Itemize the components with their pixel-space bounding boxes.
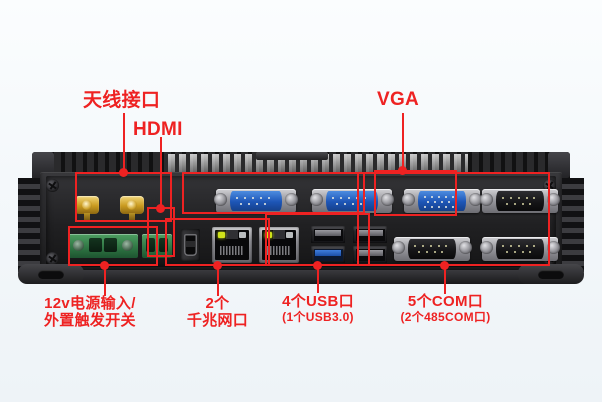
- left-heatsink-fins: [18, 178, 40, 272]
- annotation-gigabit-lan: 2个 千兆网口: [180, 295, 255, 330]
- leader-line-com: [444, 265, 446, 294]
- annotation-hdmi-label: HDMI: [133, 119, 183, 140]
- callout-box-com-485-pair: [182, 172, 365, 214]
- com-port-485-1[interactable]: [214, 186, 298, 216]
- top-left-corner-block: [32, 152, 54, 178]
- usb3-port-bottom-left[interactable]: [311, 246, 345, 263]
- rear-io-faceplate: [40, 172, 562, 272]
- annotation-usb-sublabel: (1个USB3.0): [282, 309, 354, 324]
- com-port-4[interactable]: [392, 234, 472, 264]
- callout-box-lan: [165, 218, 270, 266]
- annotation-antenna-label: 天线接口: [83, 90, 161, 111]
- annotation-vga: VGA: [377, 89, 419, 110]
- mounting-foot-left: [18, 264, 84, 284]
- faceplate-screw-bottom-left: [46, 252, 59, 265]
- callout-box-power: [68, 226, 158, 266]
- annotation-com-label: 5个COM口: [407, 293, 484, 310]
- leader-line-vga: [402, 113, 404, 171]
- com-port-485-2[interactable]: [310, 186, 394, 216]
- faceplate-screw-top-left: [46, 179, 59, 192]
- lan-port-2[interactable]: [259, 227, 299, 263]
- callout-box-com-group: [357, 172, 550, 266]
- annotation-hdmi: HDMI: [133, 119, 183, 140]
- right-heatsink-fins: [562, 178, 584, 272]
- top-right-corner-block: [548, 152, 570, 178]
- usb-port-top-left[interactable]: [311, 226, 345, 243]
- annotation-power-label: 12v电源输入/: [44, 295, 136, 312]
- annotation-lan-sublabel: 千兆网口: [186, 311, 249, 329]
- mounting-foot-right: [518, 264, 584, 284]
- top-handle-bracket: [256, 152, 328, 160]
- annotation-com-sublabel: (2个485COM口): [400, 309, 491, 324]
- bottom-rail: [28, 270, 574, 284]
- annotation-power-input: 12v电源输入/ 外置触发开关: [44, 295, 136, 330]
- callout-box-vga: [374, 170, 457, 216]
- callout-box-usb: [265, 213, 370, 266]
- com-port-5[interactable]: [480, 234, 560, 264]
- power-terminal-block[interactable]: [68, 234, 138, 258]
- annotation-vga-label: VGA: [377, 89, 420, 110]
- annotation-usb-label: 4个USB口: [282, 293, 354, 310]
- lan-port-1[interactable]: [212, 227, 252, 263]
- leader-line-lan: [217, 265, 219, 296]
- annotation-com: 5个COM口 (2个485COM口): [383, 293, 508, 324]
- antenna-connector-1[interactable]: [75, 194, 99, 220]
- leader-dot-antenna: [119, 168, 128, 177]
- usb-port-bottom-right[interactable]: [353, 246, 387, 263]
- leader-dot-vga: [398, 166, 407, 175]
- leader-line-hdmi: [160, 137, 162, 209]
- leader-line-usb: [317, 265, 319, 293]
- annotation-usb: 4个USB口 (1个USB3.0): [268, 293, 368, 324]
- hdmi-port[interactable]: [181, 229, 200, 261]
- vga-port[interactable]: [402, 186, 482, 216]
- com-port-3[interactable]: [480, 186, 560, 216]
- leader-dot-hdmi: [156, 204, 165, 213]
- annotation-lan-label: 2个: [205, 295, 230, 312]
- usb-port-top-right[interactable]: [353, 226, 387, 243]
- leader-line-antenna: [123, 113, 125, 173]
- annotation-power-sublabel: 外置触发开关: [44, 311, 136, 329]
- antenna-connector-2[interactable]: [120, 194, 144, 220]
- annotation-antenna: 天线接口: [83, 90, 160, 111]
- leader-line-power: [104, 265, 106, 296]
